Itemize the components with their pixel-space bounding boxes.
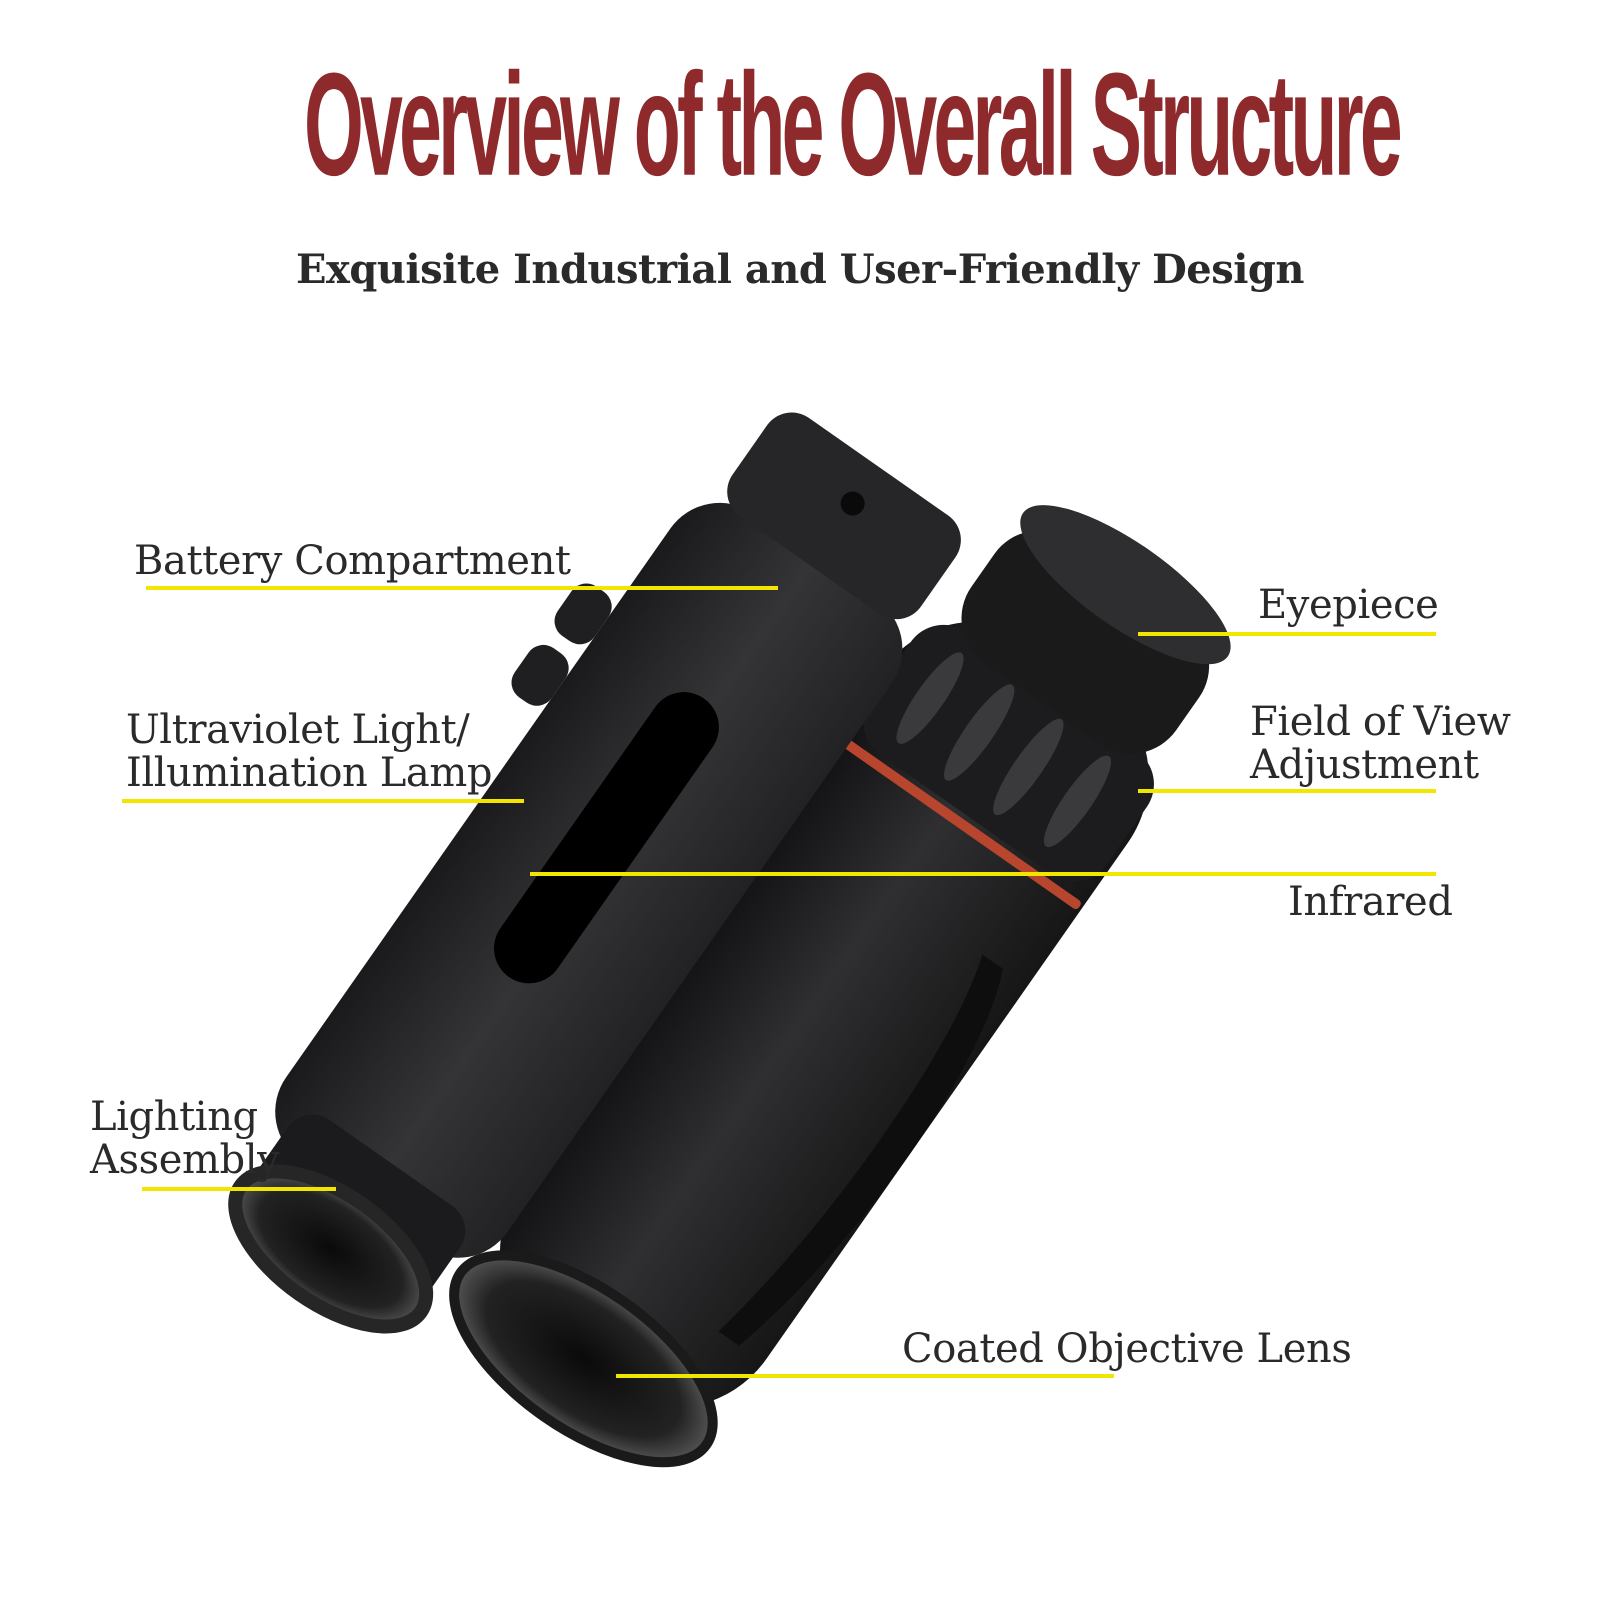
button-infrared	[511, 644, 569, 706]
label-battery-compartment: Battery Compartment	[134, 538, 571, 584]
objective-lens	[449, 1250, 718, 1468]
strap-hole	[840, 491, 865, 516]
focus-wheel-ridges	[896, 652, 1112, 848]
rubber-grip	[718, 954, 1003, 1346]
monocular	[228, 412, 1231, 1468]
accent-ring	[837, 735, 1081, 910]
eyepiece-cup	[961, 530, 1210, 754]
label-eyepiece: Eyepiece	[1258, 582, 1439, 628]
label-field-of-view-adjustment: Field of View Adjustment	[1250, 699, 1511, 788]
battery-door	[727, 412, 961, 620]
leader-lines	[122, 586, 1436, 1378]
button-uv	[554, 583, 612, 645]
label-uv-illumination-lamp: Ultraviolet Light/ Illumination Lamp	[126, 707, 493, 796]
label-infrared: Infrared	[1288, 879, 1453, 925]
lighting-lens	[228, 1164, 434, 1334]
label-coated-objective-lens: Coated Objective Lens	[902, 1326, 1352, 1372]
label-lighting-assembly: Lighting Assembly	[90, 1094, 280, 1183]
page-subtitle: Exquisite Industrial and User-Friendly D…	[296, 246, 1304, 293]
page-title: Overview of the Overall Structure	[304, 43, 1403, 207]
window-slot	[493, 692, 719, 984]
eyepiece-rim	[1020, 505, 1231, 665]
